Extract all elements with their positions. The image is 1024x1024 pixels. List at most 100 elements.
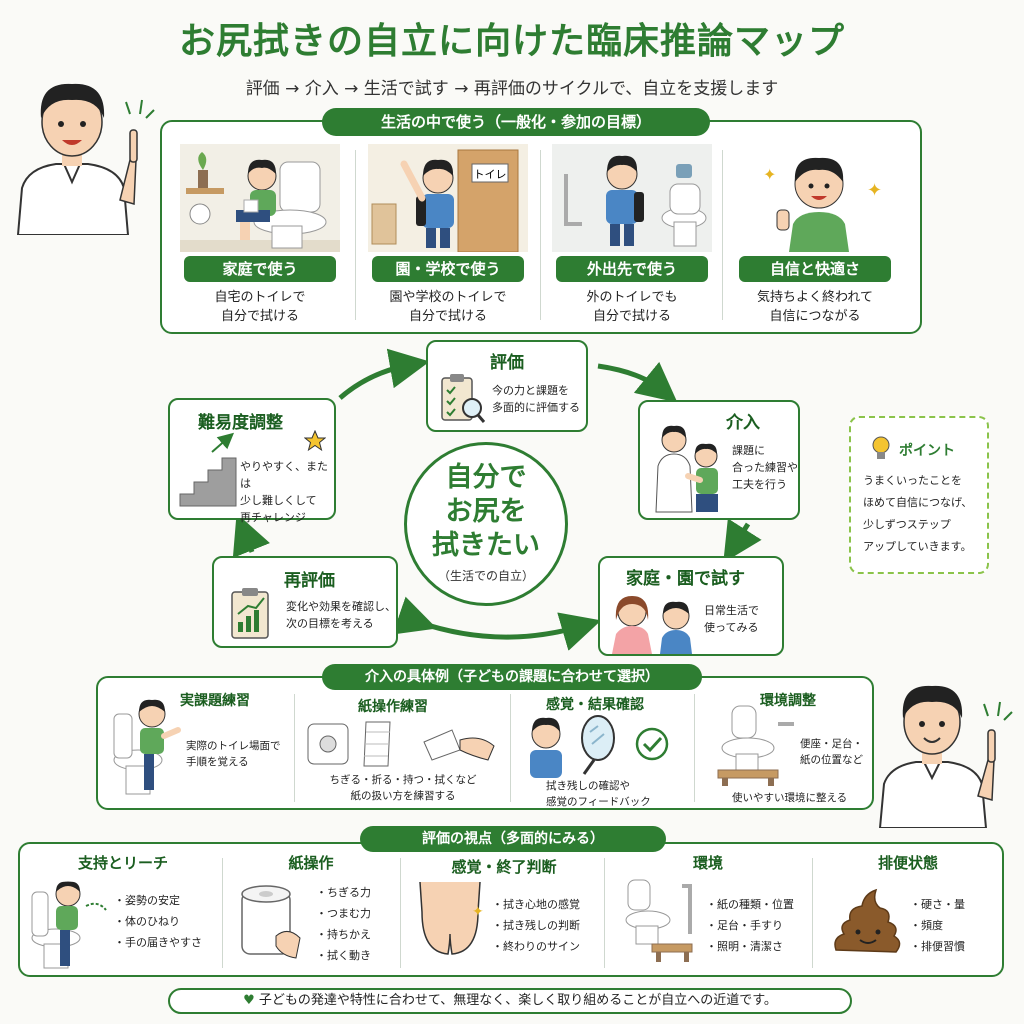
cycle-evaluation: 評価 今の力と課題を 多面的に評価する [426, 340, 588, 432]
sparkle-icon: ✦ [867, 180, 882, 201]
example-text-environment: 便座・足台・ 紙の位置など [800, 736, 874, 768]
intervention-text-line: 工夫を行う [732, 478, 787, 491]
example-text-line: 感覚のフィードバック [546, 796, 651, 808]
central-goal-line: 自分で [445, 462, 527, 493]
try-home-title: 家庭・園で試す [626, 569, 745, 589]
example-text-real-task: 実際のトイレ場面で 手順を覚える [186, 738, 296, 770]
toilet-sign-text: トイレ [474, 168, 507, 181]
arrow-try-to-reevaluation [392, 596, 602, 651]
goal-label-outside: 外出先で使う [556, 256, 708, 282]
difficulty-text-line: 少し難しくして [240, 494, 317, 507]
example-title-environment: 環境調整 [760, 693, 816, 709]
evaluation-title: 評価 [490, 353, 524, 373]
point-text: うまくいったことを ほめて自信につなげ、 少しずつステップ アップしていきます。 [863, 470, 985, 558]
assess-list-item: ・持ちかえ [316, 928, 371, 941]
assess-list-item: ・ちぎる力 [316, 886, 371, 899]
assess-list-item: ・紙の種類・位置 [706, 898, 794, 911]
goal-desc-confidence: 気持ちよく終われて 自信につながる [725, 288, 905, 326]
divider [294, 694, 295, 802]
child-on-toilet-home-illustration [180, 144, 340, 252]
toilet-with-handrail-icon [625, 879, 693, 962]
assess-title-paper: 紙操作 [288, 854, 334, 872]
point-text-line: アップしていきます。 [863, 540, 972, 553]
goal-desc-school: 園や学校のトイレで 自分で拭ける [358, 288, 538, 326]
divider [222, 858, 223, 968]
point-note: ポイント うまくいったことを ほめて自信につなげ、 少しずつステップ アップして… [849, 416, 989, 574]
point-text-line: 少しずつステップ [863, 518, 951, 531]
assess-list-item: ・拭き残しの判断 [492, 919, 580, 932]
heart-icon: ♥ [243, 993, 255, 1008]
example-text-environment-line3: 使いやすい環境に整える [732, 792, 848, 804]
intervention-text-line: 合った練習や [732, 461, 798, 474]
goal-desc-line: 園や学校のトイレで [389, 290, 507, 305]
footer-text: 子どもの発達や特性に合わせて、無理なく、楽しく取り組めることが自立への近道です。 [258, 993, 777, 1008]
example-text-line: 便座・足台・ [800, 738, 863, 750]
example-title-real-task: 実課題練習 [180, 693, 250, 709]
assess-list-item: ・足台・手すり [706, 919, 783, 932]
divider [722, 150, 723, 320]
goal-card-school: トイレ 園・学校で使う 園や学校のトイレで 自分で拭ける [358, 138, 538, 328]
cycle-reevaluation: 再評価 変化や効果を確認し、 次の目標を考える [212, 556, 398, 648]
page-title: お尻拭きの自立に向けた臨床推論マップ [178, 21, 845, 62]
goal-desc-line: 外のトイレでも [586, 290, 678, 305]
example-text-line: 手順を覚える [186, 756, 249, 768]
central-goal-subtext: （生活での自立） [437, 569, 534, 583]
example-text-line: 拭き残しの確認や [546, 780, 630, 792]
goal-desc-line: 自分で拭ける [592, 309, 671, 324]
assess-list-stool: ・硬さ・量 ・頻度 ・排便習慣 [910, 894, 1000, 957]
goal-desc-home: 自宅のトイレで 自分で拭ける [170, 288, 350, 326]
assess-title-stool: 排便状態 [877, 854, 938, 872]
point-text-line: ほめて自信につなげ、 [863, 496, 973, 509]
goal-desc-line: 自分で拭ける [220, 309, 299, 324]
assess-list-item: ・排便習慣 [910, 940, 965, 953]
evaluation-text-line: 多面的に評価する [492, 401, 580, 414]
divider [355, 150, 356, 320]
child-at-school-toilet-illustration: トイレ [368, 144, 528, 252]
child-at-public-toilet-illustration [552, 144, 712, 252]
assess-title-support: 支持とリーチ [77, 854, 168, 872]
intervention-title: 介入 [726, 413, 760, 433]
assess-list-environment: ・紙の種類・位置 ・足台・手すり ・照明・清潔さ [706, 894, 812, 957]
try-home-text-line: 使ってみる [704, 621, 759, 634]
cycle-intervention: 介入 課題に 合った練習や 工夫を行う [638, 400, 800, 520]
reevaluation-text-line: 次の目標を考える [286, 617, 374, 630]
divider [694, 694, 695, 802]
confident-child-illustration: ✦ ✦ [763, 157, 882, 252]
central-goal-text: 自分で お尻を 拭きたい [407, 461, 565, 563]
child-reaching-illustration [31, 881, 107, 969]
assess-list-item: ・つまむ力 [316, 907, 371, 920]
goal-desc-line: 自分で拭ける [408, 309, 487, 324]
assessment-viewpoints-panel [18, 842, 1004, 977]
example-text-line: ちぎる・折る・持つ・拭くなど [329, 774, 477, 786]
assess-list-item: ・姿勢の安定 [114, 894, 180, 907]
divider [400, 858, 401, 968]
divider [510, 694, 511, 802]
assess-list-item: ・硬さ・量 [910, 898, 965, 911]
stairs-icon [179, 432, 237, 507]
lightbulb-icon [872, 436, 890, 459]
assess-list-sensory: ・拭き心地の感覚 ・拭き残しの判断 ・終わりのサイン [492, 894, 604, 957]
toilet-paper-roll-icon [241, 885, 301, 959]
goal-label-home: 家庭で使う [184, 256, 336, 282]
try-home-text-line: 日常生活で [704, 604, 759, 617]
divider [604, 858, 605, 968]
central-goal-circle: 自分で お尻を 拭きたい （生活での自立） [404, 442, 568, 606]
assess-list-item: ・拭く動き [316, 949, 371, 962]
reevaluation-text-line: 変化や効果を確認し、 [286, 600, 396, 613]
goal-card-confidence: ✦ ✦ 自信と快適さ 気持ちよく終われて 自信につながる [725, 138, 905, 328]
reevaluation-title: 再評価 [284, 571, 335, 591]
assess-title-sensory: 感覚・終了判断 [451, 858, 557, 876]
sparkle-icon: ✦ [472, 904, 484, 920]
goal-label-confidence: 自信と快適さ [739, 256, 891, 282]
central-goal-line: お尻を [445, 496, 527, 527]
assess-title-environment: 環境 [692, 854, 723, 872]
difficulty-title: 難易度調整 [198, 413, 283, 433]
arrow-to-intervention [597, 361, 678, 403]
child-on-toilet-practice-illustration [113, 699, 181, 795]
point-text-line: うまくいったことを [863, 474, 962, 487]
clipboard-chart-icon [231, 588, 269, 639]
assess-list-paper: ・ちぎる力 ・つまむ力 ・持ちかえ ・拭く動き [316, 882, 400, 966]
footer-message: ♥ 子どもの発達や特性に合わせて、無理なく、楽しく取り組めることが自立への近道で… [168, 988, 852, 1014]
example-text-line: 実際のトイレ場面で [186, 740, 281, 752]
example-text-line: 紙の位置など [800, 754, 863, 766]
